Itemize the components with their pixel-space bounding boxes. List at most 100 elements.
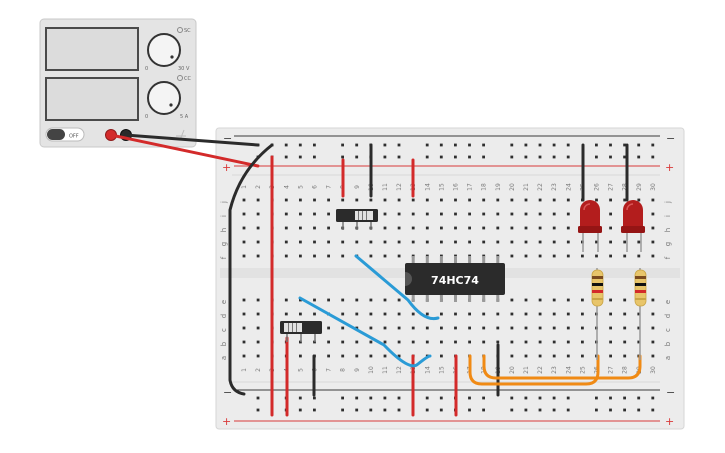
- rail-hole[interactable]: [439, 408, 443, 412]
- terminal-hole[interactable]: [341, 340, 345, 344]
- rail-hole[interactable]: [510, 408, 514, 412]
- wire-orange-2[interactable]: [482, 354, 642, 380]
- terminal-hole[interactable]: [383, 240, 387, 244]
- terminal-hole[interactable]: [440, 212, 443, 216]
- terminal-hole[interactable]: [313, 312, 316, 316]
- terminal-hole[interactable]: [524, 312, 528, 316]
- terminal-hole[interactable]: [538, 254, 542, 258]
- terminal-hole[interactable]: [284, 212, 288, 216]
- rail-hole[interactable]: [623, 143, 626, 147]
- rail-hole[interactable]: [439, 155, 443, 159]
- rail-hole[interactable]: [637, 155, 641, 159]
- terminal-hole[interactable]: [482, 198, 486, 202]
- terminal-hole[interactable]: [623, 298, 627, 302]
- terminal-hole[interactable]: [538, 340, 542, 344]
- terminal-hole[interactable]: [468, 312, 471, 316]
- terminal-hole[interactable]: [468, 226, 471, 230]
- terminal-hole[interactable]: [651, 298, 655, 302]
- terminal-hole[interactable]: [510, 312, 514, 316]
- terminal-hole[interactable]: [369, 254, 373, 258]
- rail-hole[interactable]: [595, 143, 598, 147]
- terminal-hole[interactable]: [242, 198, 246, 202]
- terminal-hole[interactable]: [510, 240, 514, 244]
- rail-hole[interactable]: [595, 396, 598, 400]
- terminal-hole[interactable]: [411, 198, 415, 202]
- rail-hole[interactable]: [383, 143, 387, 147]
- terminal-hole[interactable]: [623, 354, 627, 358]
- rail-hole[interactable]: [566, 396, 570, 400]
- terminal-hole[interactable]: [313, 298, 316, 302]
- terminal-hole[interactable]: [609, 354, 612, 358]
- terminal-hole[interactable]: [284, 226, 288, 230]
- terminal-hole[interactable]: [425, 240, 429, 244]
- terminal-hole[interactable]: [454, 312, 457, 316]
- terminal-hole[interactable]: [538, 298, 542, 302]
- rail-hole[interactable]: [298, 396, 302, 400]
- terminal-hole[interactable]: [566, 354, 570, 358]
- rail-hole[interactable]: [454, 155, 457, 159]
- terminal-hole[interactable]: [510, 212, 514, 216]
- terminal-hole[interactable]: [425, 198, 429, 202]
- terminal-hole[interactable]: [411, 240, 415, 244]
- terminal-hole[interactable]: [256, 212, 260, 216]
- terminal-hole[interactable]: [482, 312, 486, 316]
- rail-hole[interactable]: [524, 408, 528, 412]
- wire-blue-1[interactable]: [354, 254, 440, 321]
- terminal-hole[interactable]: [383, 226, 387, 230]
- rail-hole[interactable]: [397, 396, 401, 400]
- terminal-hole[interactable]: [552, 298, 556, 302]
- terminal-hole[interactable]: [397, 240, 401, 244]
- terminal-hole[interactable]: [242, 340, 246, 344]
- terminal-hole[interactable]: [552, 354, 556, 358]
- terminal-hole[interactable]: [510, 298, 514, 302]
- terminal-hole[interactable]: [284, 298, 288, 302]
- rail-hole[interactable]: [313, 143, 316, 147]
- terminal-hole[interactable]: [566, 312, 570, 316]
- terminal-hole[interactable]: [496, 326, 500, 330]
- rail-hole[interactable]: [609, 155, 612, 159]
- terminal-hole[interactable]: [355, 198, 359, 202]
- rail-hole[interactable]: [298, 143, 302, 147]
- terminal-hole[interactable]: [524, 340, 528, 344]
- terminal-hole[interactable]: [299, 198, 302, 202]
- rail-hole[interactable]: [566, 408, 570, 412]
- rail-hole[interactable]: [397, 143, 401, 147]
- led-2[interactable]: [621, 200, 645, 233]
- terminal-hole[interactable]: [369, 354, 373, 358]
- terminal-hole[interactable]: [566, 298, 570, 302]
- rail-hole[interactable]: [383, 155, 387, 159]
- rail-hole[interactable]: [256, 396, 260, 400]
- terminal-hole[interactable]: [581, 298, 584, 302]
- rail-hole[interactable]: [355, 155, 359, 159]
- terminal-hole[interactable]: [566, 198, 570, 202]
- terminal-hole[interactable]: [454, 212, 457, 216]
- terminal-hole[interactable]: [242, 326, 246, 330]
- terminal-hole[interactable]: [327, 340, 330, 344]
- current-knob[interactable]: [147, 81, 181, 115]
- terminal-hole[interactable]: [538, 326, 542, 330]
- terminal-hole[interactable]: [651, 254, 655, 258]
- terminal-hole[interactable]: [510, 226, 514, 230]
- terminal-hole[interactable]: [609, 198, 612, 202]
- off-button[interactable]: OFF: [45, 127, 85, 142]
- terminal-hole[interactable]: [581, 326, 584, 330]
- terminal-hole[interactable]: [284, 240, 288, 244]
- terminal-hole[interactable]: [256, 254, 260, 258]
- terminal-hole[interactable]: [242, 354, 246, 358]
- terminal-hole[interactable]: [482, 226, 486, 230]
- terminal-hole[interactable]: [299, 298, 302, 302]
- terminal-hole[interactable]: [327, 298, 330, 302]
- terminal-hole[interactable]: [552, 254, 556, 258]
- terminal-hole[interactable]: [651, 212, 655, 216]
- rail-hole[interactable]: [355, 396, 359, 400]
- rail-hole[interactable]: [637, 396, 641, 400]
- terminal-hole[interactable]: [411, 312, 415, 316]
- terminal-hole[interactable]: [284, 254, 288, 258]
- switch-top[interactable]: [336, 209, 378, 230]
- terminal-hole[interactable]: [397, 198, 401, 202]
- rail-hole[interactable]: [468, 408, 471, 412]
- terminal-hole[interactable]: [299, 254, 302, 258]
- rail-hole[interactable]: [341, 155, 344, 159]
- terminal-hole[interactable]: [284, 312, 288, 316]
- terminal-hole[interactable]: [397, 254, 401, 258]
